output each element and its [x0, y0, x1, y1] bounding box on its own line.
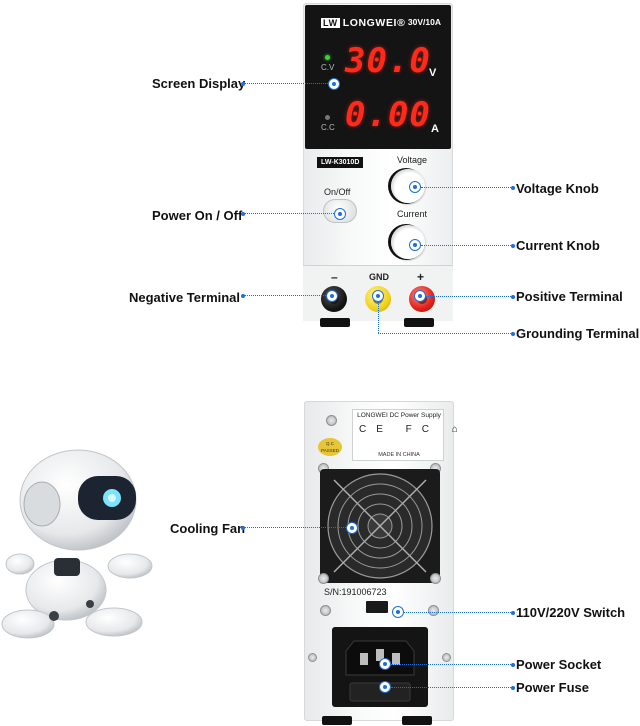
marker-dot: [334, 208, 346, 220]
qc-badge: Q.C PASSED: [318, 438, 342, 456]
leader-line: [404, 612, 513, 613]
gnd-symbol: GND: [369, 272, 389, 282]
registered-mark: ®: [397, 17, 406, 29]
leader-tip: [511, 332, 515, 336]
marker-dot: [326, 290, 338, 302]
leader-line: [426, 296, 513, 297]
callout-power-fuse: Power Fuse: [516, 680, 589, 695]
leader-line: [391, 687, 513, 688]
callout-screen-display: Screen Display: [152, 76, 246, 91]
screw-icon: [318, 573, 329, 584]
sticker-title: LONGWEI DC Power Supply: [357, 412, 441, 419]
cc-led-icon: [325, 115, 330, 120]
current-unit: A: [431, 123, 439, 135]
fan-guard-icon: [327, 473, 433, 579]
cooling-fan: [320, 469, 440, 583]
callout-voltage-knob: Voltage Knob: [516, 181, 599, 196]
current-knob-label: Current: [397, 209, 428, 219]
voltage-knob-label: Voltage: [397, 155, 428, 165]
marker-dot: [328, 78, 340, 90]
current-reading: 0.00: [345, 95, 431, 135]
leader-line: [391, 664, 513, 665]
leader-line: [244, 527, 346, 528]
leader-tip: [241, 212, 245, 216]
voltage-reading: 30.0: [345, 41, 431, 81]
leader-line: [244, 213, 334, 214]
leader-line: [378, 302, 379, 333]
cc-indicator: C.C: [321, 123, 335, 132]
screw-icon: [428, 605, 439, 616]
front-foot-left: [320, 318, 350, 327]
screw-icon: [442, 653, 451, 662]
marker-dot: [372, 290, 384, 302]
robot-mascot-icon: [1, 449, 153, 639]
leader-line: [244, 83, 328, 84]
callout-cooling-fan: Cooling Fan: [170, 521, 246, 536]
leader-tip: [241, 82, 245, 86]
positive-symbol: +: [417, 270, 425, 284]
callout-power-on-off: Power On / Off: [152, 208, 243, 223]
marker-dot: [414, 290, 426, 302]
leader-tip: [511, 186, 515, 190]
marker-dot: [346, 522, 358, 534]
callout-grounding-terminal: Grounding Terminal: [516, 326, 640, 341]
model-badge: LW-K3010D: [317, 157, 364, 168]
back-panel: LONGWEI DC Power Supply CE FC ⌂ MADE IN …: [304, 401, 458, 721]
callout-positive-terminal: Positive Terminal: [516, 289, 623, 304]
leader-tip: [511, 295, 515, 299]
marker-dot: [392, 606, 404, 618]
screw-icon: [308, 653, 317, 662]
callout-power-socket: Power Socket: [516, 657, 602, 672]
callout-voltage-switch: 110V/220V Switch: [516, 605, 626, 620]
leader-tip: [511, 244, 515, 248]
back-foot-left: [322, 716, 352, 725]
leader-tip: [241, 526, 245, 530]
leader-tip: [511, 611, 515, 615]
brand-name: LONGWEI: [342, 17, 398, 29]
front-foot-right: [404, 318, 434, 327]
rating-label: 30V/10A: [407, 17, 441, 27]
leader-tip: [511, 663, 515, 667]
brand-mark: LW: [321, 18, 340, 28]
leader-line: [421, 187, 513, 188]
callout-negative-terminal: Negative Terminal: [129, 290, 241, 305]
power-button-label: On/Off: [324, 187, 351, 197]
screw-icon: [430, 573, 441, 584]
voltage-unit: V: [429, 67, 437, 79]
marker-dot: [409, 181, 421, 193]
certification-icons: CE FC ⌂: [359, 424, 468, 435]
leader-tip: [241, 294, 245, 298]
leader-line: [421, 245, 513, 246]
back-foot-right: [402, 716, 432, 725]
cv-indicator: C.V: [321, 63, 335, 72]
screw-icon: [320, 605, 331, 616]
cv-led-icon: [325, 55, 330, 60]
leader-line: [244, 295, 326, 296]
leader-tip: [511, 686, 515, 690]
callout-current-knob: Current Knob: [516, 238, 600, 253]
serial-number: S/N:191006723: [324, 587, 387, 597]
screw-icon: [326, 415, 337, 426]
marker-dot: [379, 681, 391, 693]
negative-symbol: –: [331, 270, 338, 284]
marker-dot: [379, 658, 391, 670]
voltage-select-switch[interactable]: [366, 601, 388, 613]
leader-line: [378, 333, 513, 334]
sticker-made-in: MADE IN CHINA: [378, 452, 420, 458]
product-sticker: LONGWEI DC Power Supply CE FC ⌂ MADE IN …: [352, 409, 458, 461]
marker-dot: [409, 239, 421, 251]
